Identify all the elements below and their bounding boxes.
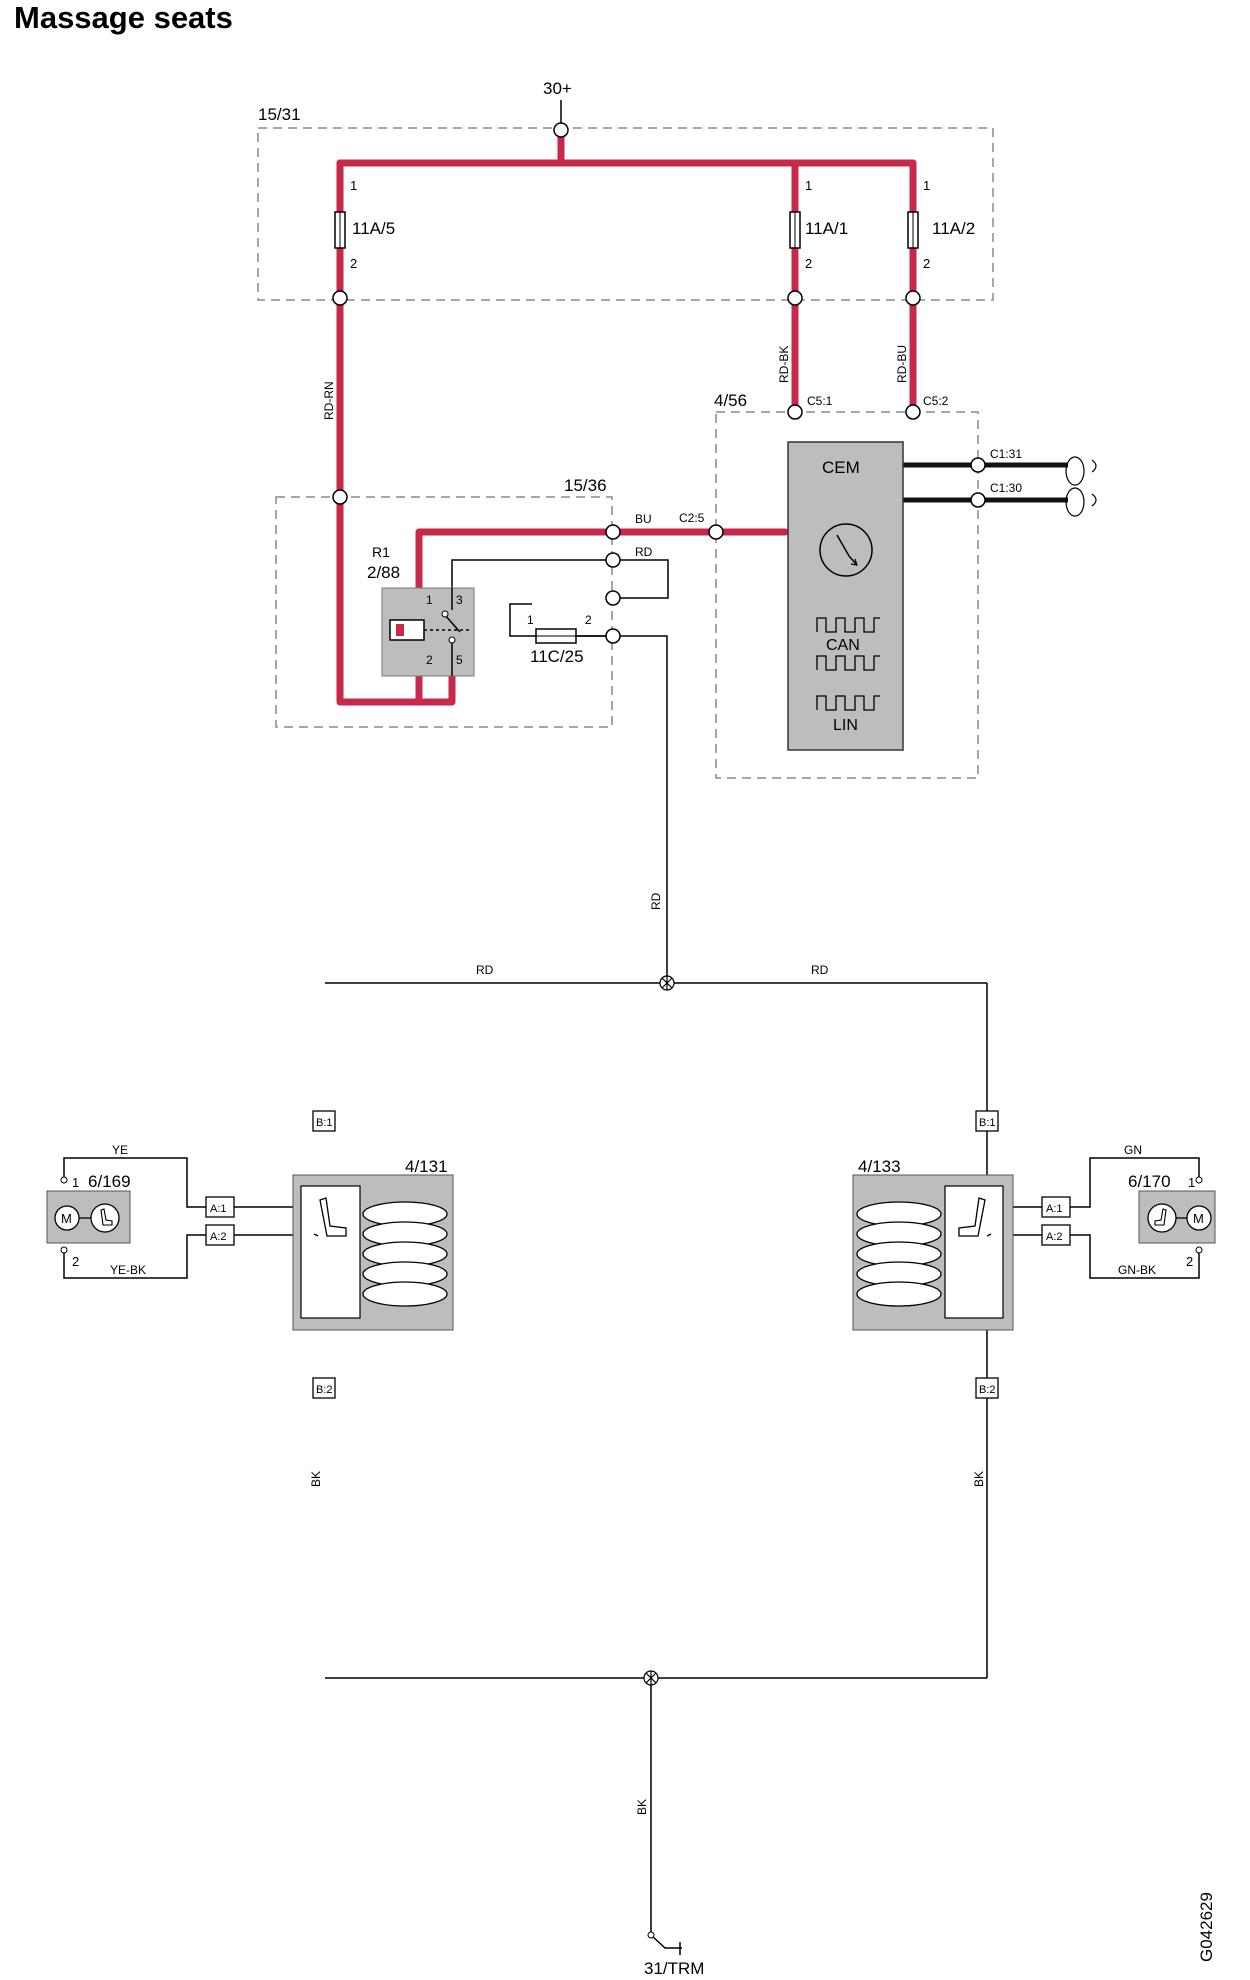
ground-label: 31/TRM xyxy=(644,1959,704,1978)
relay-id: 2/88 xyxy=(367,563,400,582)
cem-box-label: 4/56 xyxy=(714,391,747,410)
connector-label: C2:5 xyxy=(679,511,705,525)
motor-label-6-170: 6/170 xyxy=(1128,1172,1171,1191)
wire-label-gn-bk: GN-BK xyxy=(1118,1263,1156,1277)
seat-label-4-131: 4/131 xyxy=(405,1157,448,1176)
cem-name: CEM xyxy=(822,458,860,477)
square-wave-icon xyxy=(816,617,880,711)
wire-label-bk: BK xyxy=(635,1799,649,1815)
fuse-label-11a5: 11A/5 xyxy=(352,219,395,238)
seat-icon xyxy=(958,1197,992,1237)
clock-icon xyxy=(819,523,873,577)
connector-label: A:2 xyxy=(1046,1231,1063,1243)
splice-point xyxy=(659,975,675,991)
seat-massage-icon xyxy=(1147,1203,1177,1233)
page-title: Massage seats xyxy=(14,0,233,35)
seat-label-4-133: 4/133 xyxy=(858,1157,901,1176)
splice-point xyxy=(643,1670,659,1686)
relay-pin: 5 xyxy=(456,653,463,667)
supply-label: 30+ xyxy=(543,79,572,98)
motor-pin: 2 xyxy=(1186,1254,1193,1269)
relay-pin: 3 xyxy=(456,593,463,607)
connector-label: B:1 xyxy=(979,1117,996,1129)
fuse-pin: 2 xyxy=(923,256,930,271)
connector-label: C5:2 xyxy=(923,394,949,408)
fuse-pin: 1 xyxy=(923,178,930,193)
wire-label-rd: RD xyxy=(476,963,494,977)
connector-label: B:2 xyxy=(316,1384,333,1396)
fuse-pin: 1 xyxy=(805,178,812,193)
connector-label: B:1 xyxy=(316,1117,333,1129)
relay-box-label: 15/36 xyxy=(564,476,607,495)
seat-module-4-131 xyxy=(292,1174,454,1331)
connector-label: A:1 xyxy=(210,1203,227,1215)
wire-label-ye: YE xyxy=(112,1143,128,1157)
wire-label-gn: GN xyxy=(1124,1143,1142,1157)
motor-6-169 xyxy=(46,1190,131,1244)
motor-symbol: M xyxy=(61,1211,72,1226)
motor-pin: 1 xyxy=(72,1175,79,1190)
connector-label: B:2 xyxy=(979,1384,996,1396)
fusebox-label: 15/31 xyxy=(258,105,301,124)
wire-label-rd-rn: RD-RN xyxy=(322,381,336,420)
relay-pin: 1 xyxy=(426,593,433,607)
can-label: CAN xyxy=(826,637,860,654)
wire-label-rd-bk: RD-BK xyxy=(777,346,791,383)
fuse-pin: 2 xyxy=(585,613,592,627)
wire-label-ye-bk: YE-BK xyxy=(110,1263,146,1277)
relay-pin: 2 xyxy=(426,653,433,667)
fuse-label-11a2: 11A/2 xyxy=(932,219,975,238)
fuse-pin: 2 xyxy=(350,256,357,271)
wire-label-bk: BK xyxy=(309,1471,323,1487)
diagram-id: G042629 xyxy=(1197,1892,1216,1962)
lin-label: LIN xyxy=(833,717,858,734)
connector-label: A:2 xyxy=(210,1231,227,1243)
seat-module-4-133 xyxy=(852,1174,1014,1331)
motor-pin: 1 xyxy=(1188,1175,1195,1190)
connector-label: C5:1 xyxy=(807,394,833,408)
massage-coil xyxy=(856,1201,942,1307)
wire-label-bk: BK xyxy=(972,1471,986,1487)
motor-symbol: M xyxy=(1193,1211,1204,1226)
seat-massage-icon xyxy=(90,1203,120,1233)
connector-label: A:1 xyxy=(1046,1203,1063,1215)
motor-label-6-169: 6/169 xyxy=(88,1172,131,1191)
fuse-label-11a1: 11A/1 xyxy=(805,219,848,238)
wire-label-bu: BU xyxy=(635,512,652,526)
wire-label-rd: RD xyxy=(649,892,663,910)
fusebox-boundary xyxy=(257,127,994,301)
motor-icon xyxy=(1186,1205,1212,1231)
fuse-pin: 2 xyxy=(805,256,812,271)
fuse-pin: 1 xyxy=(527,613,534,627)
relay-label: R1 xyxy=(372,544,390,560)
motor-6-170 xyxy=(1138,1190,1216,1244)
motor-pin: 2 xyxy=(72,1254,79,1269)
wire-label-rd: RD xyxy=(811,963,829,977)
fuse-label-11c25: 11C/25 xyxy=(530,647,584,666)
wire-label-rd-bu: RD-BU xyxy=(895,345,909,383)
fuse-pin: 1 xyxy=(350,178,357,193)
cem-boundary xyxy=(715,411,979,779)
massage-coil xyxy=(362,1201,448,1307)
wire-label-rd: RD xyxy=(635,545,653,559)
connector-label: C1:31 xyxy=(990,447,1022,461)
relay-box-boundary xyxy=(275,496,613,728)
connector-label: C1:30 xyxy=(990,481,1022,495)
seat-icon xyxy=(313,1197,347,1237)
